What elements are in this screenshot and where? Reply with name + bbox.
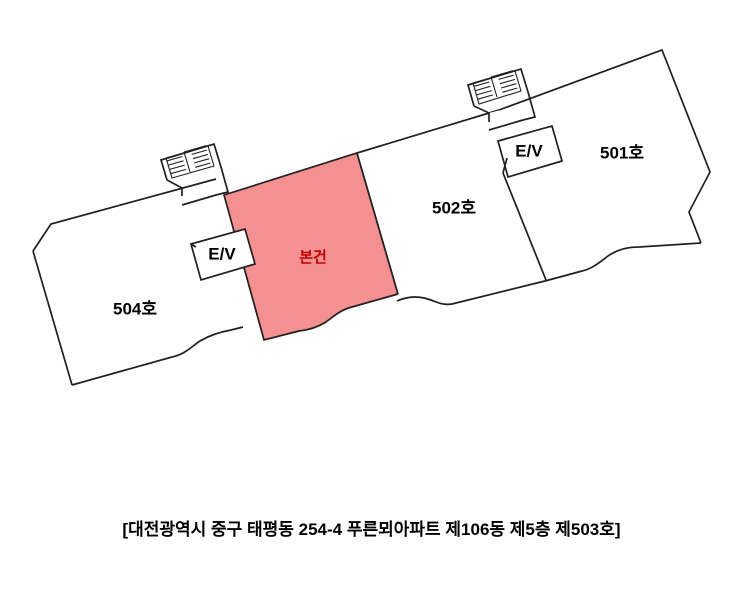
elevator-right[interactable]: E/V (496, 124, 564, 179)
unit-501-wall-top-right (498, 48, 711, 244)
elevator-left-box (189, 227, 257, 282)
unit-504-wall-top (32, 178, 217, 252)
unit-503-label: 본건 (299, 249, 327, 266)
elevator-right-label: E/V (515, 141, 543, 160)
stairwell-left (159, 142, 230, 206)
stairwell-right-outline (466, 67, 537, 131)
caption: [대전광역시 중구 태평동 254-4 푸른뫼아파트 제106동 제5층 제50… (122, 520, 621, 539)
unit-501: 501호 (489, 48, 711, 282)
unit-504-label: 504호 (113, 299, 157, 318)
stairwell-right-core-walls (473, 105, 490, 122)
stairwell-left-core-walls (166, 179, 183, 196)
unit-504-wall-bottom (71, 326, 244, 386)
unit-502-wall-top (356, 109, 500, 154)
stairwell-left-outline (159, 142, 230, 206)
unit-501-502-divider (502, 172, 547, 281)
unit-501-wall-bottom (544, 242, 702, 282)
unit-501-label: 501호 (600, 143, 644, 162)
unit-504 (32, 178, 244, 386)
unit-502-label: 502호 (432, 198, 476, 217)
unit-502-wall-bottom (396, 280, 546, 306)
stairwell-right (466, 67, 537, 131)
unit-502-divider-left (356, 152, 399, 295)
elevator-left[interactable]: E/V (189, 227, 257, 282)
stairs-icon (165, 145, 215, 179)
stairs-icon (472, 70, 522, 105)
unit-502-shape (357, 113, 540, 305)
unit-502: 502호 (356, 109, 546, 306)
unit-504-wall-left (32, 250, 73, 386)
unit-503-subject: 본건 (222, 151, 400, 342)
unit-503-shape (222, 151, 400, 342)
unit-501-shape (489, 50, 710, 279)
unit-504-shape (33, 188, 235, 385)
unit-504-core-link (190, 243, 197, 248)
elevator-left-label: E/V (208, 244, 236, 263)
elevator-right-core-link (502, 157, 508, 174)
